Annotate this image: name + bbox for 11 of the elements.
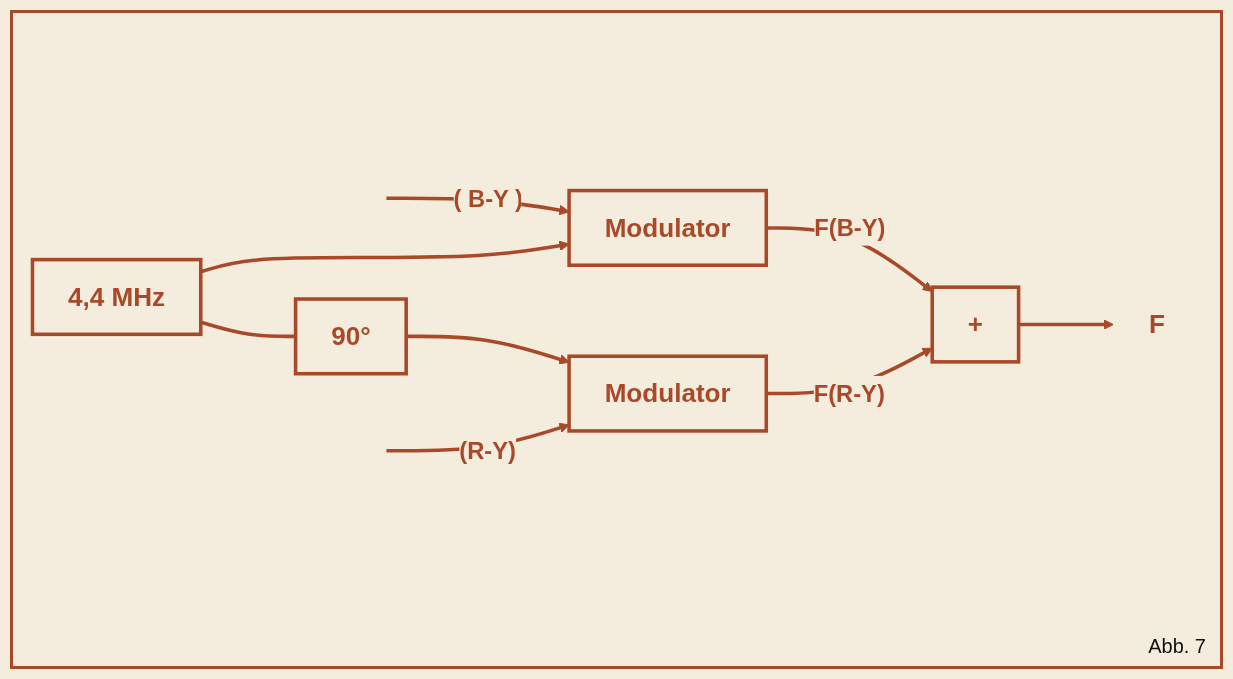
node-box: 90° bbox=[293, 297, 408, 376]
figure-caption: Abb. 7 bbox=[1148, 635, 1206, 658]
node-box: 4,4 MHz bbox=[30, 257, 203, 337]
edge-label: ( B-Y ) bbox=[453, 185, 523, 212]
edge-label: F(R-Y) bbox=[813, 380, 885, 407]
node-box: Modulator bbox=[567, 354, 769, 433]
node-box: + bbox=[930, 285, 1021, 364]
edge-label: (R-Y) bbox=[459, 437, 516, 464]
node-box: Modulator bbox=[567, 188, 769, 267]
node-text: F bbox=[1149, 309, 1165, 340]
edge-label: F(B-Y) bbox=[814, 214, 886, 241]
